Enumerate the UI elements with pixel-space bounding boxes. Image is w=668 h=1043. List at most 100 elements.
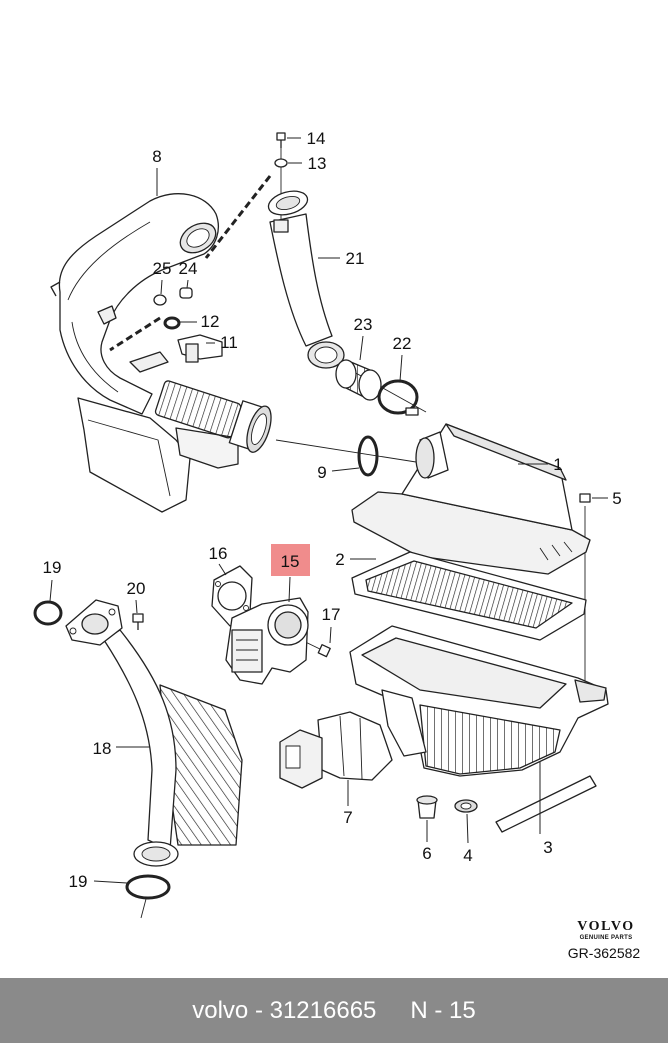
part-14-bolt (276, 132, 286, 148)
duct-clip (97, 305, 117, 325)
part-24-plug (179, 287, 193, 299)
bellows-hose (154, 380, 272, 453)
part-19-o-ring-bottom (125, 874, 171, 900)
callout-20: 20 (127, 579, 146, 598)
callout-6: 6 (422, 844, 431, 863)
part-5-bolt (579, 493, 591, 503)
part-16-gasket (211, 565, 253, 627)
callout-23: 23 (354, 315, 373, 334)
leader-line (399, 354, 403, 382)
flange-hole (108, 608, 116, 616)
gasket-bore (217, 581, 247, 611)
part-13-washer (274, 158, 288, 168)
leader-line (49, 579, 53, 602)
clamp-screw (405, 407, 419, 416)
duct-ring (339, 715, 363, 780)
leader-line (331, 467, 360, 472)
housing-side-tab (381, 689, 427, 757)
callout-7: 7 (343, 808, 352, 827)
bolt-head (317, 644, 331, 658)
part-21-hose (267, 190, 345, 369)
throttle-actuator (231, 629, 263, 673)
callout-4: 4 (463, 846, 472, 865)
leader-line (186, 279, 189, 289)
hose-top-opening (275, 195, 301, 211)
resonator-box (77, 397, 191, 513)
logo-subtext: GENUINE PARTS (580, 935, 633, 941)
assembly-line (140, 898, 147, 919)
part-12-clamp (163, 316, 181, 330)
flange-hole (69, 627, 77, 635)
gasket-hole (243, 605, 249, 611)
filter-pleats (365, 560, 573, 629)
dashed-assembly-line (204, 175, 272, 259)
duct-opening-inner (186, 228, 210, 248)
part-22-hose-clamp (377, 379, 419, 416)
part-9-clamp (357, 435, 379, 477)
callout-25: 25 (153, 259, 172, 278)
part-8-intake-duct (50, 193, 272, 513)
callout-leaders (49, 137, 608, 884)
part-15-throttle-body (225, 597, 309, 685)
callout-19-top: 19 (43, 558, 62, 577)
callout-12: 12 (201, 312, 220, 331)
pipe-body (103, 629, 177, 851)
leader-line (160, 279, 163, 295)
bolt-head (579, 493, 591, 503)
leader-line (359, 335, 364, 361)
callout-5: 5 (612, 489, 621, 508)
grommet-inner (460, 802, 472, 810)
part-2-filter-element (351, 551, 587, 641)
housing-mount (574, 679, 607, 703)
callout-8: 8 (152, 147, 161, 166)
leader-line (329, 626, 332, 644)
duct-tab (50, 281, 61, 297)
part-19-o-ring-top (33, 600, 63, 626)
duct-contour (71, 321, 119, 393)
callout-11: 11 (220, 333, 238, 352)
duct-contour (67, 221, 151, 301)
callout-18: 18 (93, 739, 112, 758)
leader-line (135, 599, 138, 614)
callout-15-highlighted: 15 (281, 552, 300, 571)
callout-19-bottom: 19 (69, 872, 88, 891)
diagram-reference: GR-362582 (568, 945, 641, 961)
bolt-head (276, 132, 286, 141)
part-7-air-duct (279, 711, 393, 789)
pipe-bell-inner (141, 846, 171, 862)
exploded-parts-diagram: 14 13 8 21 25 24 12 11 23 22 1 9 5 2 16 … (33, 129, 641, 961)
housing-ribs (419, 704, 561, 775)
part-17-bolt (317, 644, 331, 658)
callout-13: 13 (308, 154, 327, 173)
cover-ridge (445, 423, 567, 481)
part-25-clip (153, 294, 167, 306)
hose-clip (273, 219, 289, 233)
footer-position: N - 15 (410, 996, 476, 1024)
callout-3: 3 (543, 838, 552, 857)
duct-connector (279, 729, 323, 789)
clamp-band (377, 379, 419, 415)
callout-24: 24 (179, 259, 198, 278)
cover-rib (539, 541, 573, 561)
bolt-head (132, 613, 144, 623)
hose-body (269, 213, 333, 347)
callout-22: 22 (393, 334, 412, 353)
actuator-detail (236, 639, 258, 661)
gasket-hole (215, 581, 221, 587)
leader-line (288, 576, 291, 603)
callout-labels: 14 13 8 21 25 24 12 11 23 22 1 9 5 2 16 … (43, 129, 622, 891)
housing-inner (361, 637, 567, 709)
assembly-line (275, 439, 417, 463)
leader-line (218, 563, 227, 576)
grommet-top (416, 795, 438, 805)
callout-9: 9 (317, 463, 326, 482)
callout-17: 17 (322, 605, 341, 624)
duct-sleeve (317, 711, 393, 781)
highlight-box (271, 544, 310, 576)
sleeve-end (358, 369, 382, 401)
callout-21: 21 (346, 249, 365, 268)
sensor-mount-bracket (129, 351, 169, 373)
bellows-section (154, 380, 242, 439)
part-1-filter-cover (351, 423, 591, 575)
